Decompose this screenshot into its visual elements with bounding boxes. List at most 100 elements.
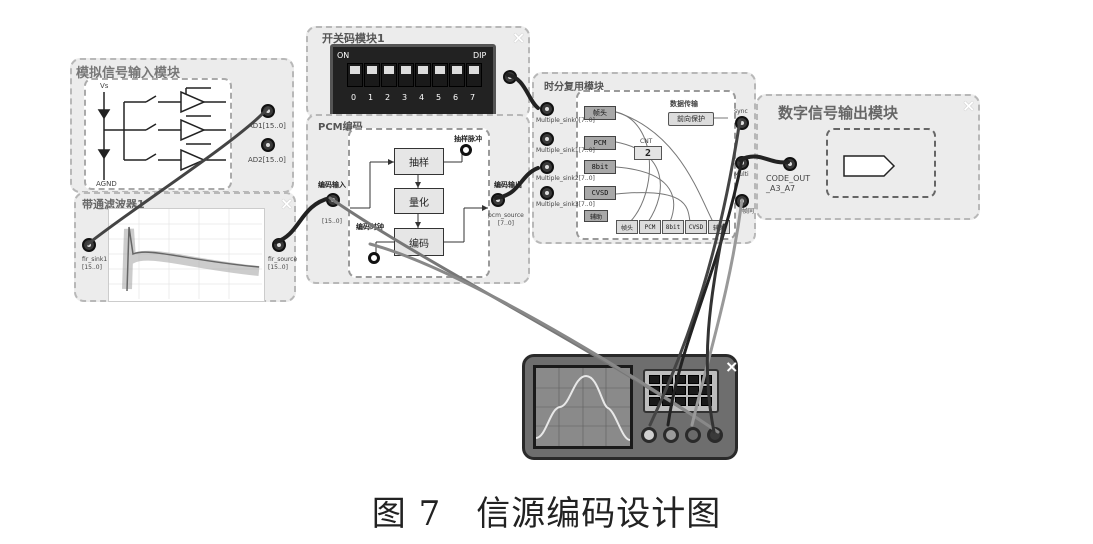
cnt-value-box: 2	[634, 146, 662, 160]
tdm-sink-port-2[interactable]	[540, 160, 554, 174]
dip-out-port[interactable]	[503, 70, 517, 84]
agnd-label: AGND	[96, 180, 117, 188]
ad2-port[interactable]	[261, 138, 275, 152]
tdm-sink-port-3[interactable]	[540, 186, 554, 200]
scope-channel-4[interactable]	[707, 427, 723, 443]
bandpass-filter-module[interactable]: 带通滤波器1 × fir_sink1 [15..0] fir_source [1…	[74, 192, 298, 302]
frequency-response-curve	[109, 209, 262, 299]
dip-switch-0[interactable]	[347, 63, 363, 87]
oscilloscope[interactable]: ×	[522, 354, 738, 460]
tdm-sync-label: sync	[734, 108, 748, 115]
scope-button[interactable]	[701, 386, 712, 395]
digital-output-module[interactable]: 数字信号输出模块 × CODE_OUT _A3_A7	[756, 94, 980, 220]
scope-channel-3[interactable]	[685, 427, 701, 443]
tdm-multi-port[interactable]	[735, 156, 749, 170]
dip-switch-3[interactable]	[398, 63, 414, 87]
protect-box: 前向保护	[668, 112, 714, 126]
frame-box-0: 帧头	[616, 220, 638, 234]
code-out-port[interactable]	[783, 157, 797, 171]
analog-input-module[interactable]: 模拟信号输入模块 Vs AGND AD1[1	[70, 58, 294, 193]
scope-button[interactable]	[688, 375, 699, 384]
tdm-frame-port[interactable]	[735, 194, 749, 208]
dip-number-3: 3	[402, 93, 408, 102]
vs-label: Vs	[100, 82, 109, 90]
sine-wave-trace	[535, 368, 631, 446]
code-out-label: CODE_OUT _A3_A7	[766, 174, 811, 193]
dip-switch-2[interactable]	[381, 63, 397, 87]
sample-pulse-label: 抽样脉冲	[454, 135, 482, 143]
frame-box-3: CVSD	[685, 220, 707, 234]
tdm-sink-label-2: Multiple_sink2[7..0]	[536, 175, 595, 182]
scope-button[interactable]	[662, 375, 673, 384]
fir-sink-port[interactable]	[82, 238, 96, 252]
pcm-out-port[interactable]	[491, 193, 505, 207]
dip-close-icon[interactable]: ×	[512, 28, 526, 47]
dip-number-0: 0	[351, 93, 357, 102]
tdm-sink-label-0: Multiple_sink0[7..0]	[536, 117, 595, 124]
pcm-in-label: 编码输入	[318, 181, 346, 189]
tdm-sink-label-3: Multiple_sink3[7..0]	[536, 201, 595, 208]
frame-box-2: 8bit	[662, 220, 684, 234]
scope-button[interactable]	[662, 397, 673, 406]
digital-output-close-icon[interactable]: ×	[962, 96, 976, 115]
encode-block: 编码	[394, 228, 444, 256]
fir-source-port[interactable]	[272, 238, 286, 252]
tdm-box-3: CVSD	[584, 186, 616, 200]
tdm-sink-port-1[interactable]	[540, 132, 554, 146]
dip-switch-7[interactable]	[466, 63, 482, 87]
output-buffer-icon	[843, 155, 896, 177]
tdm-sync-port[interactable]	[735, 116, 749, 130]
sample-pulse-port[interactable]	[460, 144, 472, 156]
frame-box-4: 辅助	[708, 220, 730, 234]
scope-button[interactable]	[675, 386, 686, 395]
bandpass-close-icon[interactable]: ×	[280, 194, 294, 213]
pcm-encoder-module[interactable]: PCM编码 抽样 量化 编码 抽样脉冲 编码时钟 编码输入 [15..0]	[306, 114, 530, 284]
analog-circuit-area: Vs AGND	[84, 78, 232, 190]
scope-button[interactable]	[688, 386, 699, 395]
tdm-sink-port-0[interactable]	[540, 102, 554, 116]
sample-block: 抽样	[394, 148, 444, 175]
digital-output-area	[826, 128, 936, 198]
oscilloscope-screen	[533, 365, 633, 449]
ad1-port[interactable]	[261, 104, 275, 118]
dip-switch-5[interactable]	[432, 63, 448, 87]
pcm-out-sub: pcm_source [7..0]	[488, 212, 524, 227]
tdm-box-2: 8bit	[584, 160, 616, 174]
dip-switch-4[interactable]	[415, 63, 431, 87]
tdm-multi-label: Multi	[734, 171, 749, 178]
scope-button[interactable]	[675, 375, 686, 384]
pcm-in-sub: [15..0]	[322, 218, 342, 225]
quantize-block: 量化	[394, 188, 444, 214]
dip-number-5: 5	[436, 93, 442, 102]
analog-input-title: 模拟信号输入模块	[76, 66, 181, 81]
tdm-module[interactable]: 时分复用模块 帧头 PCM 8bit CVSD 辅助 数据传输 前向保护 CNT…	[532, 72, 756, 244]
ad2-label: AD2[15..0]	[248, 156, 286, 164]
tdm-box-4: 辅助	[584, 210, 608, 222]
frame-box-1: PCM	[639, 220, 661, 234]
scope-channel-2[interactable]	[663, 427, 679, 443]
fir-source-label: fir_source [15..0]	[268, 256, 298, 271]
figure-caption: 图 7 信源编码设计图	[371, 494, 722, 534]
code-clock-port[interactable]	[368, 252, 380, 264]
dip-switch-6[interactable]	[449, 63, 465, 87]
scope-button[interactable]	[662, 386, 673, 395]
scope-button[interactable]	[649, 375, 660, 384]
scope-button[interactable]	[675, 397, 686, 406]
dip-switch-1[interactable]	[364, 63, 380, 87]
pcm-out-label: 编码输出	[494, 181, 522, 189]
dip-switch-title: 开关码模块1	[322, 32, 385, 45]
dip-on-label: ON	[337, 51, 350, 60]
scope-button[interactable]	[649, 397, 660, 406]
oscilloscope-close-icon[interactable]: ×	[725, 357, 739, 376]
filter-response-plot	[108, 208, 265, 302]
pcm-block-area: 抽样 量化 编码 抽样脉冲 编码时钟	[348, 128, 490, 278]
scope-button[interactable]	[649, 386, 660, 395]
pcm-in-port[interactable]	[326, 193, 340, 207]
scope-button[interactable]	[688, 397, 699, 406]
scope-button[interactable]	[701, 375, 712, 384]
scope-button[interactable]	[701, 397, 712, 406]
scope-channel-1[interactable]	[641, 427, 657, 443]
code-clock-label: 编码时钟	[356, 223, 384, 231]
